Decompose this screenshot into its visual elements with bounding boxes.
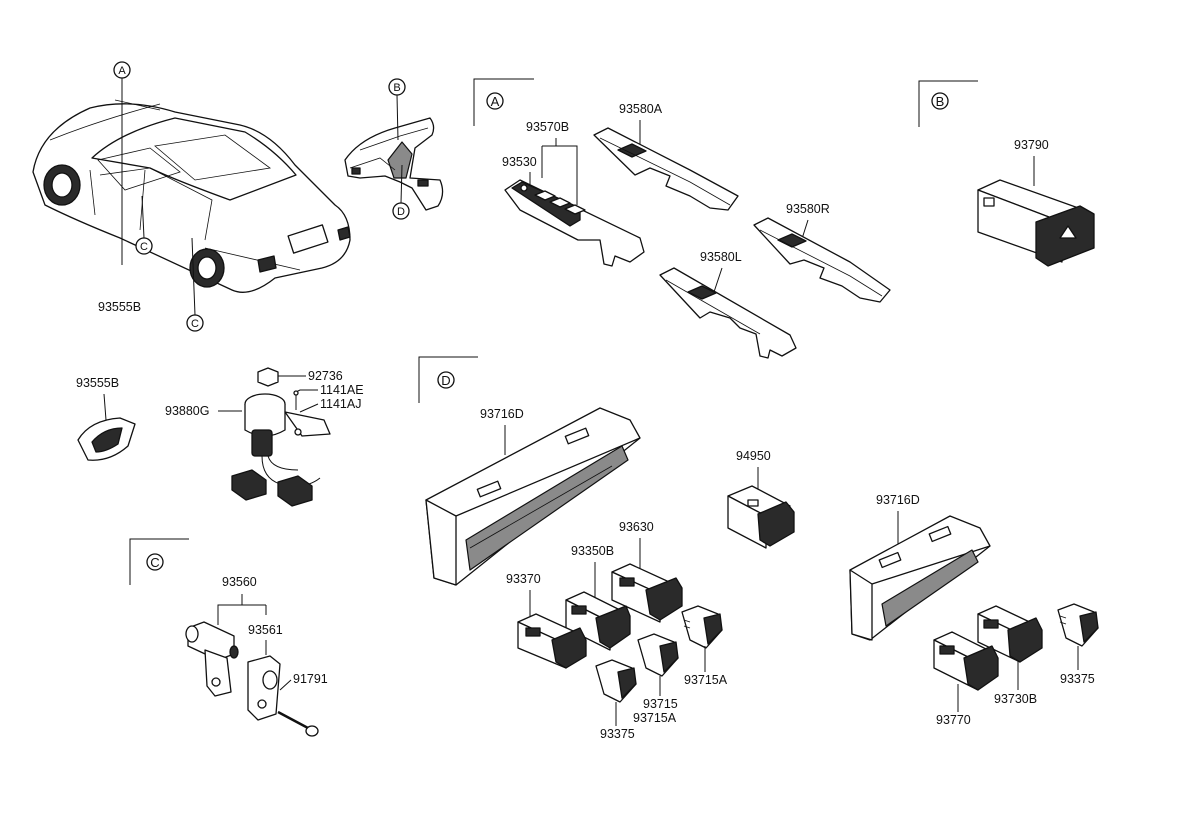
part-93790 (977, 179, 1095, 267)
part-93375-right (1057, 603, 1099, 647)
part-91791 (277, 710, 319, 737)
label-93570B: 93570B (526, 120, 569, 134)
label-94950: 94950 (736, 449, 771, 463)
part-93715A-small (681, 605, 723, 649)
label-93716D-left: 93716D (480, 407, 524, 421)
part-93375-left (595, 659, 637, 703)
part-93730B (977, 605, 1043, 663)
callout-d: D (397, 206, 405, 218)
label-93560: 93560 (222, 575, 257, 589)
part-93350B (565, 591, 631, 651)
dashboard-illustration: B D (344, 78, 444, 220)
label-93580R: 93580R (786, 202, 830, 216)
part-93715 (637, 633, 679, 677)
part-93555B (77, 417, 136, 461)
section-d: D 93716D 94950 93630 93350B 93370 (418, 356, 1099, 741)
section-b: B 93790 (918, 80, 1095, 267)
callout-b: B (393, 82, 400, 94)
callout-c-door: C (140, 241, 148, 253)
label-93630: 93630 (619, 520, 654, 534)
callout-a: A (118, 65, 126, 77)
part-93561 (247, 655, 281, 721)
part-94950 (727, 485, 795, 549)
section-c: C 93560 93561 91791 (129, 538, 328, 737)
part-93880G (231, 367, 331, 507)
label-93555B: 93555B (76, 376, 119, 390)
part-93630 (611, 563, 683, 623)
part-93716D-left (425, 407, 641, 586)
label-93880G: 93880G (165, 404, 209, 418)
part-93370 (517, 613, 587, 669)
label-93561: 93561 (248, 623, 283, 637)
label-92736: 92736 (308, 369, 343, 383)
part-93580A (593, 127, 739, 211)
label-93375-left: 93375 (600, 727, 635, 741)
label-1141AE: 1141AE (320, 383, 364, 397)
label-93730B: 93730B (994, 692, 1037, 706)
label-93580L: 93580L (700, 250, 742, 264)
part-93560 (185, 621, 239, 697)
label-93715: 93715 (643, 697, 678, 711)
part-93716D-right (849, 515, 991, 641)
label-93580A: 93580A (619, 102, 663, 116)
label-93375-right: 93375 (1060, 672, 1095, 686)
label-93350B: 93350B (571, 544, 614, 558)
car-callouts: A C C 93555B (98, 61, 204, 332)
callout-c-rear: C (191, 318, 199, 330)
section-a-label: A (491, 94, 500, 109)
label-93790: 93790 (1014, 138, 1049, 152)
car-illustration (32, 99, 351, 293)
label-93715A-right: 93715A (684, 673, 728, 687)
section-b-label: B (936, 94, 945, 109)
part-93770 (933, 631, 999, 691)
label-91791: 91791 (293, 672, 328, 686)
part-group-lamps: 93555B 92736 1141AE 1141AJ 93880G (76, 367, 364, 507)
label-93715A-bottom: 93715A (633, 711, 677, 725)
label-93770: 93770 (936, 713, 971, 727)
part-93580R (753, 217, 891, 303)
label-93530: 93530 (502, 155, 537, 169)
label-93555B-car: 93555B (98, 300, 141, 314)
section-c-label: C (150, 555, 159, 570)
label-93716D-right: 93716D (876, 493, 920, 507)
part-93570B (504, 179, 645, 267)
section-a: A 93570B 93530 93580A 93580R (473, 78, 891, 359)
label-1141AJ: 1141AJ (320, 397, 361, 411)
label-93370: 93370 (506, 572, 541, 586)
part-93580L (659, 267, 797, 359)
section-d-label: D (441, 373, 450, 388)
